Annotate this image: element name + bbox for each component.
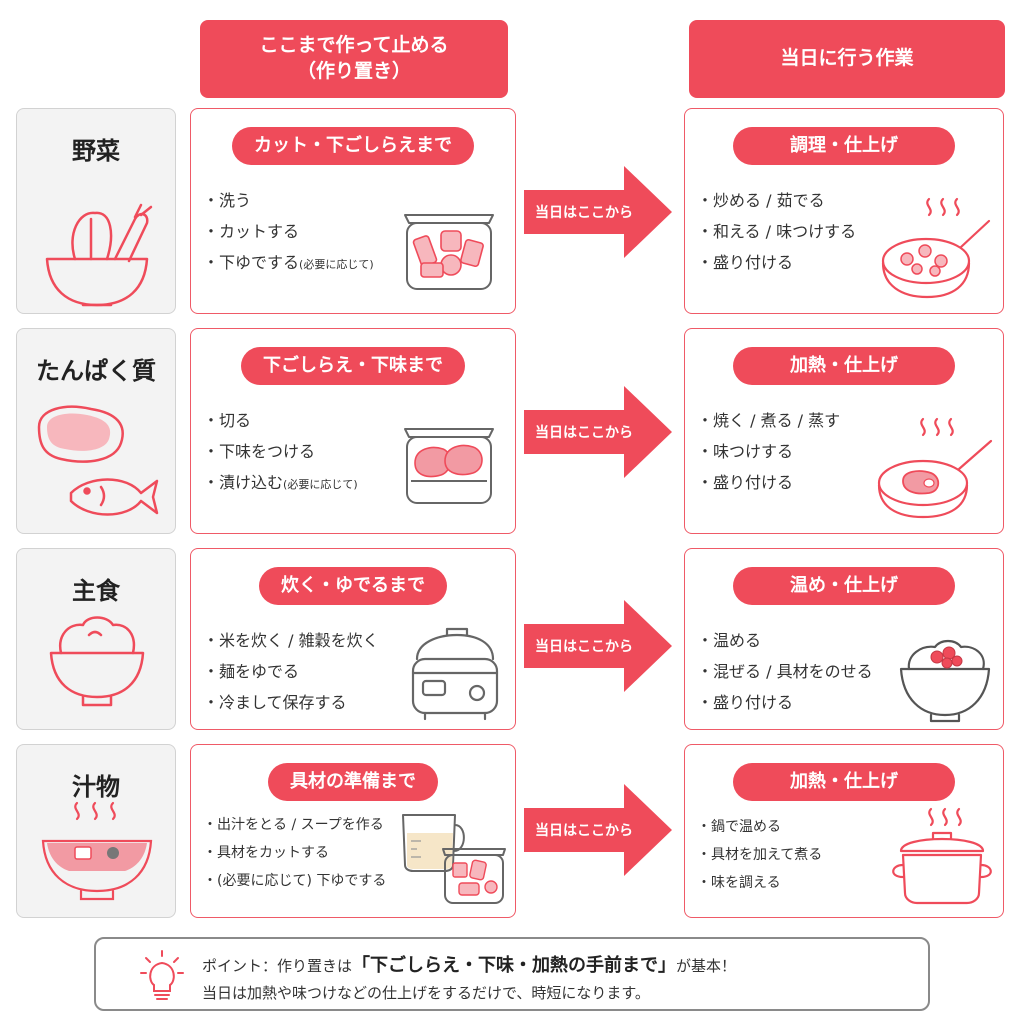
day-of-item: 鍋で温める — [697, 813, 822, 841]
arrow-staple: 当日はここから — [524, 600, 672, 692]
make-ahead-item-note: (必要に応じて) — [299, 258, 374, 271]
make-ahead-item-text: 下ゆでする — [219, 253, 300, 272]
make-ahead-item: 麺をゆでる — [203, 656, 379, 687]
make-ahead-panel-soup: 具材の準備まで 出汁をとる / スープを作る 具材をカットする (必要に応じて)… — [190, 744, 516, 918]
category-vegetables: 野菜 — [16, 108, 176, 314]
vegetable-bowl-icon — [45, 203, 153, 307]
category-label: 汁物 — [72, 773, 120, 801]
day-of-item: 盛り付ける — [697, 687, 873, 718]
make-ahead-panel-staple: 炊く・ゆでるまで 米を炊く / 雑穀を炊く 麺をゆでる 冷まして保存する — [190, 548, 516, 730]
header-make-ahead-line1: ここまで作って止める — [259, 34, 449, 57]
rice-bowl-icon — [49, 616, 145, 707]
header-make-ahead-line2: （作り置き） — [296, 60, 411, 82]
make-ahead-item: 下ゆでする(必要に応じて) — [203, 247, 374, 278]
day-of-item: 温める — [697, 625, 873, 656]
make-ahead-item: カットする — [203, 216, 374, 247]
make-ahead-item: (必要に応じて) 下ゆでする — [203, 867, 386, 895]
make-ahead-item: 下味をつける — [203, 436, 358, 467]
make-ahead-title: 具材の準備まで — [268, 763, 438, 801]
make-ahead-item: 米を炊く / 雑穀を炊く — [203, 625, 379, 656]
right-arrow-icon — [524, 166, 672, 258]
make-ahead-title: 下ごしらえ・下味まで — [241, 347, 465, 385]
meat-fish-icon — [37, 405, 159, 516]
category-label: たんぱく質 — [36, 357, 156, 385]
arrow-vegetables: 当日はここから — [524, 166, 672, 258]
rice-cooker-icon — [411, 627, 499, 721]
pot-icon — [892, 807, 992, 905]
day-of-item: 盛り付ける — [697, 247, 856, 278]
day-of-title: 温め・仕上げ — [733, 567, 955, 605]
make-ahead-item: 漬け込む(必要に応じて) — [203, 467, 358, 498]
day-of-item: 混ぜる / 具材をのせる — [697, 656, 873, 687]
day-of-title: 調理・仕上げ — [733, 127, 955, 165]
tip-suffix: が基本！ — [676, 957, 737, 975]
category-staple: 主食 — [16, 548, 176, 730]
day-of-item: 味つけする — [697, 436, 840, 467]
make-ahead-panel-protein: 下ごしらえ・下味まで 切る 下味をつける 漬け込む(必要に応じて) — [190, 328, 516, 534]
tip-line-2: 当日は加熱や味つけなどの仕上げをするだけで、時短になります。 — [202, 984, 650, 1002]
day-of-item: 和える / 味つけする — [697, 216, 856, 247]
right-arrow-icon — [524, 784, 672, 876]
arrow-label: 当日はここから — [535, 639, 633, 655]
day-of-item: 味を調える — [697, 869, 822, 897]
make-ahead-title: 炊く・ゆでるまで — [259, 567, 447, 605]
arrow-label: 当日はここから — [535, 425, 633, 441]
day-of-item: 炒める / 茹でる — [697, 185, 856, 216]
tip-line-1: ポイント：作り置きは「下ごしらえ・下味・加熱の手前まで」が基本！ — [202, 951, 736, 977]
right-arrow-icon — [524, 386, 672, 478]
lightbulb-icon — [140, 950, 184, 1000]
make-ahead-panel-vegetables: カット・下ごしらえまで 洗う カットする 下ゆでする(必要に応じて) — [190, 108, 516, 314]
container-vegetables-icon — [404, 214, 494, 290]
arrow-label: 当日はここから — [535, 205, 633, 221]
category-label: 主食 — [72, 577, 120, 605]
day-of-item: 盛り付ける — [697, 467, 840, 498]
category-protein: たんぱく質 — [16, 328, 176, 534]
make-ahead-item: 具材をカットする — [203, 839, 386, 867]
right-arrow-icon — [524, 600, 672, 692]
day-of-item: 焼く / 煮る / 蒸す — [697, 405, 840, 436]
day-of-item: 具材を加えて煮る — [697, 841, 822, 869]
make-ahead-item-text: 漬け込む — [219, 473, 284, 492]
category-label: 野菜 — [72, 137, 120, 165]
day-of-panel-protein: 加熱・仕上げ 焼く / 煮る / 蒸す 味つけする 盛り付ける — [684, 328, 1004, 534]
day-of-panel-soup: 加熱・仕上げ 鍋で温める 具材を加えて煮る 味を調える — [684, 744, 1004, 918]
make-ahead-item: 切る — [203, 405, 358, 436]
rice-bowl-topping-icon — [899, 639, 991, 723]
make-ahead-item-note: (必要に応じて) — [283, 478, 358, 491]
header-day-of: 当日に行う作業 — [689, 20, 1005, 98]
make-ahead-item: 冷まして保存する — [203, 687, 379, 718]
tip-box: ポイント：作り置きは「下ごしらえ・下味・加熱の手前まで」が基本！ 当日は加熱や味… — [94, 937, 930, 1011]
make-ahead-item: 洗う — [203, 185, 374, 216]
header-make-ahead: ここまで作って止める （作り置き） — [200, 20, 508, 98]
day-of-panel-vegetables: 調理・仕上げ 炒める / 茹でる 和える / 味つけする 盛り付ける — [684, 108, 1004, 314]
tip-prefix: ポイント：作り置きは — [202, 957, 353, 975]
day-of-title: 加熱・仕上げ — [733, 763, 955, 801]
header-day-of-label: 当日に行う作業 — [780, 47, 914, 70]
day-of-title: 加熱・仕上げ — [733, 347, 955, 385]
container-meat-icon — [404, 428, 494, 504]
day-of-panel-staple: 温め・仕上げ 温める 混ぜる / 具材をのせる 盛り付ける — [684, 548, 1004, 730]
soup-bowl-icon — [41, 801, 153, 901]
frying-pan-vegetables-icon — [881, 197, 991, 299]
frying-pan-meat-icon — [877, 417, 993, 519]
arrow-label: 当日はここから — [535, 823, 633, 839]
make-ahead-title: カット・下ごしらえまで — [232, 127, 474, 165]
category-soup: 汁物 — [16, 744, 176, 918]
arrow-soup: 当日はここから — [524, 784, 672, 876]
arrow-protein: 当日はここから — [524, 386, 672, 478]
tip-highlight: 「下ごしらえ・下味・加熱の手前まで」 — [352, 955, 677, 976]
make-ahead-item: 出汁をとる / スープを作る — [203, 811, 386, 839]
measuring-cup-container-icon — [402, 814, 506, 904]
